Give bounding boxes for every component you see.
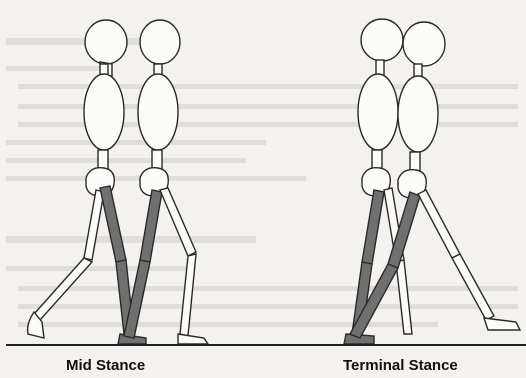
stance-thigh bbox=[140, 190, 162, 262]
head bbox=[85, 20, 127, 64]
gait-illustration bbox=[0, 0, 526, 360]
ribcage bbox=[84, 74, 124, 150]
swing-thigh bbox=[418, 190, 460, 258]
stance-thigh bbox=[100, 186, 126, 262]
head bbox=[140, 20, 180, 64]
terminal-stance-figure bbox=[344, 19, 520, 344]
mid-stance-caption: Mid Stance bbox=[66, 357, 145, 374]
swing-thigh bbox=[160, 188, 196, 256]
swing-foot bbox=[484, 318, 520, 330]
head bbox=[403, 22, 445, 66]
swing-foot bbox=[178, 334, 208, 344]
ribcage bbox=[358, 74, 398, 150]
mid-stance-front-body bbox=[124, 20, 208, 344]
spine bbox=[152, 150, 162, 170]
spine bbox=[98, 150, 108, 170]
head bbox=[361, 19, 403, 61]
spine bbox=[410, 152, 420, 172]
stance-thigh bbox=[362, 190, 384, 264]
spine bbox=[372, 150, 382, 170]
ribcage bbox=[398, 76, 438, 152]
ribcage bbox=[138, 74, 178, 150]
faint-background-text bbox=[6, 38, 518, 327]
terminal-stance-caption: Terminal Stance bbox=[343, 357, 458, 374]
rear-thigh bbox=[84, 190, 104, 260]
